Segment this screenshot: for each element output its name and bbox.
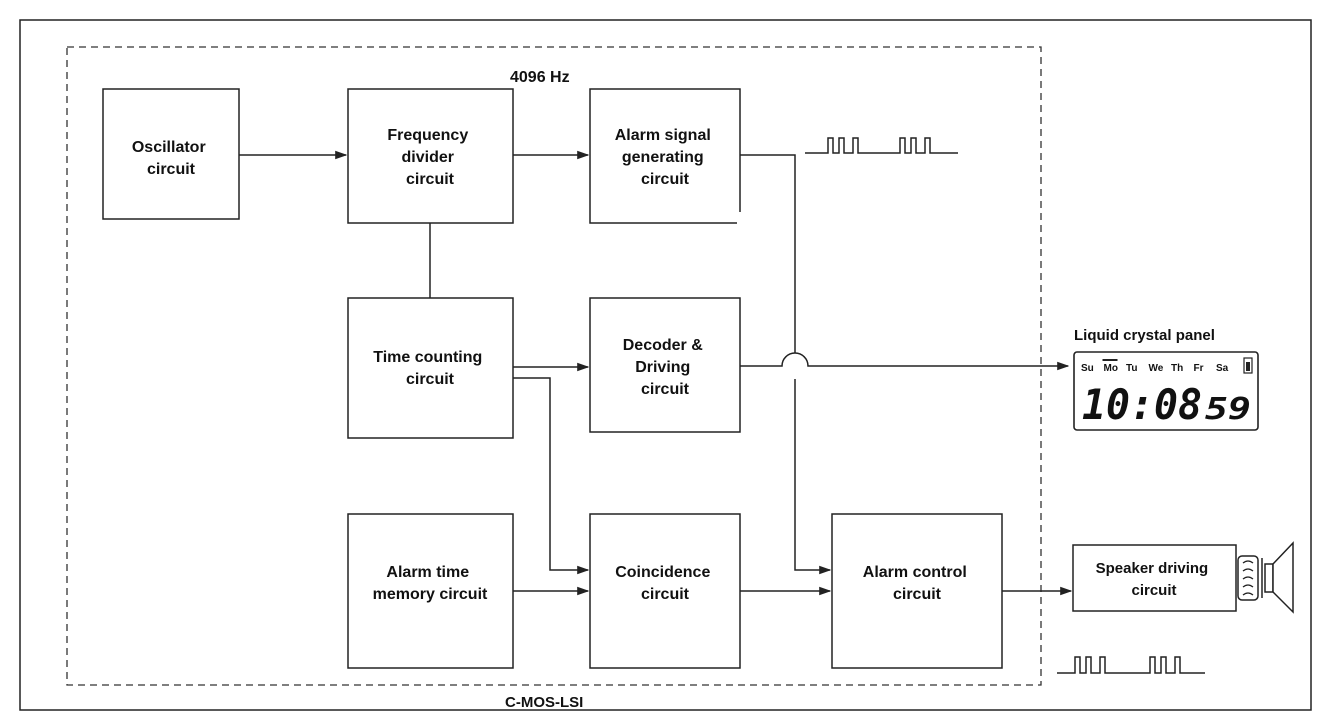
lcd-day-mo: Mo (1104, 363, 1118, 374)
decoder-block: Decoder & Driving circuit (589, 297, 741, 433)
alarm-memory-label-line1: Alarm time (386, 564, 469, 581)
alarm-signal-label-line1: Alarm signal (615, 127, 711, 144)
lcd-day-we: We (1149, 363, 1164, 374)
transformer-icon (1237, 555, 1263, 601)
lcd-day-su: Su (1081, 363, 1094, 374)
lcd-day-fr: Fr (1194, 363, 1204, 374)
alarm-control-block: Alarm control circuit (831, 513, 1003, 669)
cmos-lsi-boundary (66, 46, 1042, 686)
lcd-day-tu: Tu (1126, 363, 1137, 374)
time-counting-label-line1: Time counting (373, 349, 482, 366)
chip-label: C-MOS-LSI (505, 694, 583, 711)
oscillator-label-line2: circuit (147, 161, 196, 178)
svg-text:Speaker driving circuit: Speaker driving circuit (1096, 560, 1213, 599)
speaker-driving-block: Speaker driving circuit (1072, 544, 1237, 612)
decoder-label-line1: Decoder & (623, 337, 703, 354)
svg-text:Alarm control circuit: Alarm control circuit (863, 564, 971, 603)
outer-frame (19, 19, 1312, 711)
alarm-signal-label-line3: circuit (641, 171, 690, 188)
lcd-panel: Su Mo Tu We Th Fr Sa 10:08 59 (1073, 351, 1259, 431)
lcd-title: Liquid crystal panel (1074, 327, 1215, 344)
svg-text:Alarm signal generating: Alarm signal generating circuit (615, 127, 715, 188)
frequency-divider-label-line2: divider (402, 149, 454, 166)
alarm-control-label-line2: circuit (893, 586, 942, 603)
lcd-day-row: Su Mo Tu We Th Fr Sa (1081, 359, 1229, 374)
time-counting-label-line2: circuit (406, 371, 455, 388)
speaker-driving-label-line2: circuit (1131, 582, 1176, 599)
alarm-signal-block: Alarm signal generating circuit (589, 88, 745, 226)
frequency-label: 4096 Hz (510, 69, 570, 86)
time-counting-block: Time counting circuit (347, 297, 514, 439)
svg-text:Decoder & Driving: Decoder & Driving circuit (623, 337, 707, 398)
decoder-label-line3: circuit (641, 381, 690, 398)
coincidence-label-line1: Coincidence (615, 564, 710, 581)
svg-text:Alarm time memory circui: Alarm time memory circuit (373, 564, 488, 603)
svg-text:Frequency divider: Frequency divider circuit (387, 127, 472, 188)
frequency-divider-label-line1: Frequency (387, 127, 468, 144)
alarm-control-label-line1: Alarm control (863, 564, 967, 581)
svg-text:Time counting circuit: Time counting circuit (373, 349, 487, 388)
coincidence-block: Coincidence circuit (589, 513, 741, 669)
lcd-battery-icon (1243, 357, 1253, 374)
alarm-memory-label-line2: memory circuit (373, 586, 488, 603)
pulse-waveform-bottom (1057, 656, 1205, 674)
speaker-driving-label-line1: Speaker driving (1096, 560, 1209, 577)
oscillator-label-line1: Oscillator (132, 139, 206, 156)
coincidence-label-line2: circuit (641, 586, 690, 603)
lcd-day-th: Th (1171, 363, 1183, 374)
lcd-day-sa: Sa (1216, 363, 1229, 374)
decoder-label-line2: Driving (635, 359, 690, 376)
alarm-signal-label-line2: generating (622, 149, 704, 166)
lcd-seconds: 59 (1205, 392, 1251, 427)
speaker-icon (1264, 541, 1294, 614)
lcd-time: 10:08 (1082, 380, 1202, 429)
frequency-divider-label-line3: circuit (406, 171, 455, 188)
frequency-divider-block: Frequency divider circuit (347, 88, 514, 224)
pulse-waveform-top (805, 137, 958, 154)
oscillator-block: Oscillator circuit (102, 88, 240, 220)
svg-text:Coincidence circuit: Coincidence circuit (615, 564, 715, 603)
alarm-memory-block: Alarm time memory circuit (347, 513, 514, 669)
connection-wires (239, 150, 1073, 596)
svg-text:Oscillator circuit: Oscillator circuit (132, 139, 210, 178)
